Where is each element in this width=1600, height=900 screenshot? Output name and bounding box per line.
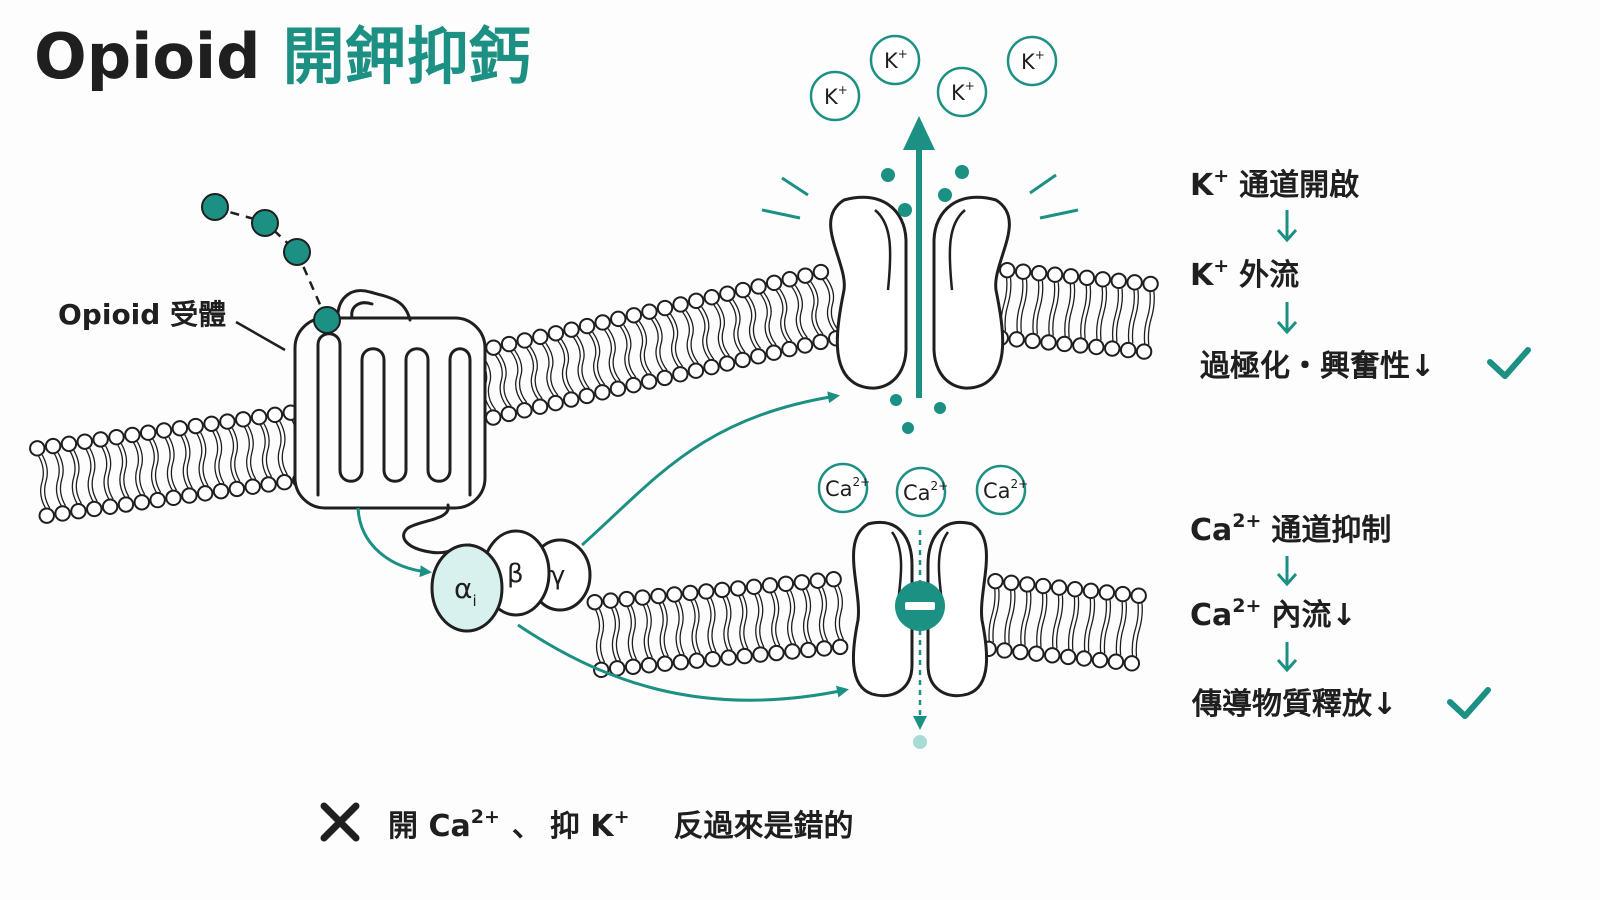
calcium-ion: Ca2+: [895, 466, 948, 518]
wrong-x-icon: [320, 802, 360, 842]
potassium-pathway-step-3: 過極化・興奮性↓: [1200, 349, 1435, 384]
g-alpha-label: αi: [454, 572, 477, 610]
title-prefix: Opioid: [34, 20, 261, 93]
g-gamma-label: γ: [550, 561, 565, 591]
bottom-note: 開 Ca2+、抑 K+反過來是錯的: [320, 802, 853, 844]
g-alpha-subunit: [430, 543, 504, 633]
svg-text:K+: K+: [951, 79, 975, 105]
bottom-note-text: 開 Ca2+、抑 K+反過來是錯的: [388, 806, 853, 844]
potassium-pathway-step-2: K+外流: [1190, 255, 1299, 293]
potassium-channel: [761, 116, 1079, 434]
calcium-ion: Ca2+: [817, 462, 870, 514]
g-to-k-channel-arrow: [581, 391, 840, 547]
potassium-ion: K+: [869, 34, 921, 86]
opioid-receptor: [293, 289, 487, 555]
opioid-ligand: [201, 193, 327, 317]
title-highlight: 開鉀抑鈣: [283, 20, 531, 93]
svg-text:K+: K+: [824, 83, 848, 109]
potassium-ion: K+: [936, 66, 988, 118]
svg-text:K+: K+: [884, 47, 908, 73]
bound-ligand: [313, 306, 341, 334]
calcium-pathway-step-1: Ca2+通道抑制: [1190, 510, 1391, 548]
svg-text:Ca2+: Ca2+: [903, 479, 948, 505]
svg-text:Ca2+: Ca2+: [825, 475, 870, 501]
calcium-ions: Ca2+ Ca2+ Ca2+: [817, 462, 1028, 518]
receptor-to-g-arrow: [356, 507, 432, 578]
calcium-pathway-step-3: 傳導物質釋放↓: [1191, 687, 1397, 722]
g-protein: αi β γ: [430, 529, 592, 633]
svg-text:Ca2+: Ca2+: [983, 477, 1028, 503]
calcium-pathway: Ca2+通道抑制 Ca2+內流↓ 傳導物質釋放↓: [1190, 510, 1491, 722]
receptor-label: Opioid 受體: [58, 298, 226, 331]
g-to-ca-channel-arrow: [517, 623, 849, 702]
calcium-pathway-step-2: Ca2+內流↓: [1190, 595, 1357, 633]
potassium-pathway-step-1: K+通道開啟: [1190, 165, 1359, 203]
page-title: Opioid 開鉀抑鈣: [34, 20, 531, 93]
calcium-check-icon: [1447, 687, 1491, 719]
signal-arrows: [356, 391, 849, 702]
potassium-pathway: K+通道開啟 K+外流 過極化・興奮性↓: [1190, 165, 1531, 384]
receptor-leader-line: [235, 320, 286, 352]
potassium-check-icon: [1487, 347, 1531, 379]
potassium-ions: K+ K+ K+ K+: [809, 34, 1058, 122]
calcium-ion: Ca2+: [975, 464, 1028, 516]
g-beta-label: β: [507, 559, 524, 589]
potassium-ion: K+: [1006, 35, 1058, 87]
calcium-channel: [851, 521, 989, 749]
potassium-ion: K+: [809, 70, 861, 122]
svg-text:K+: K+: [1021, 48, 1045, 74]
